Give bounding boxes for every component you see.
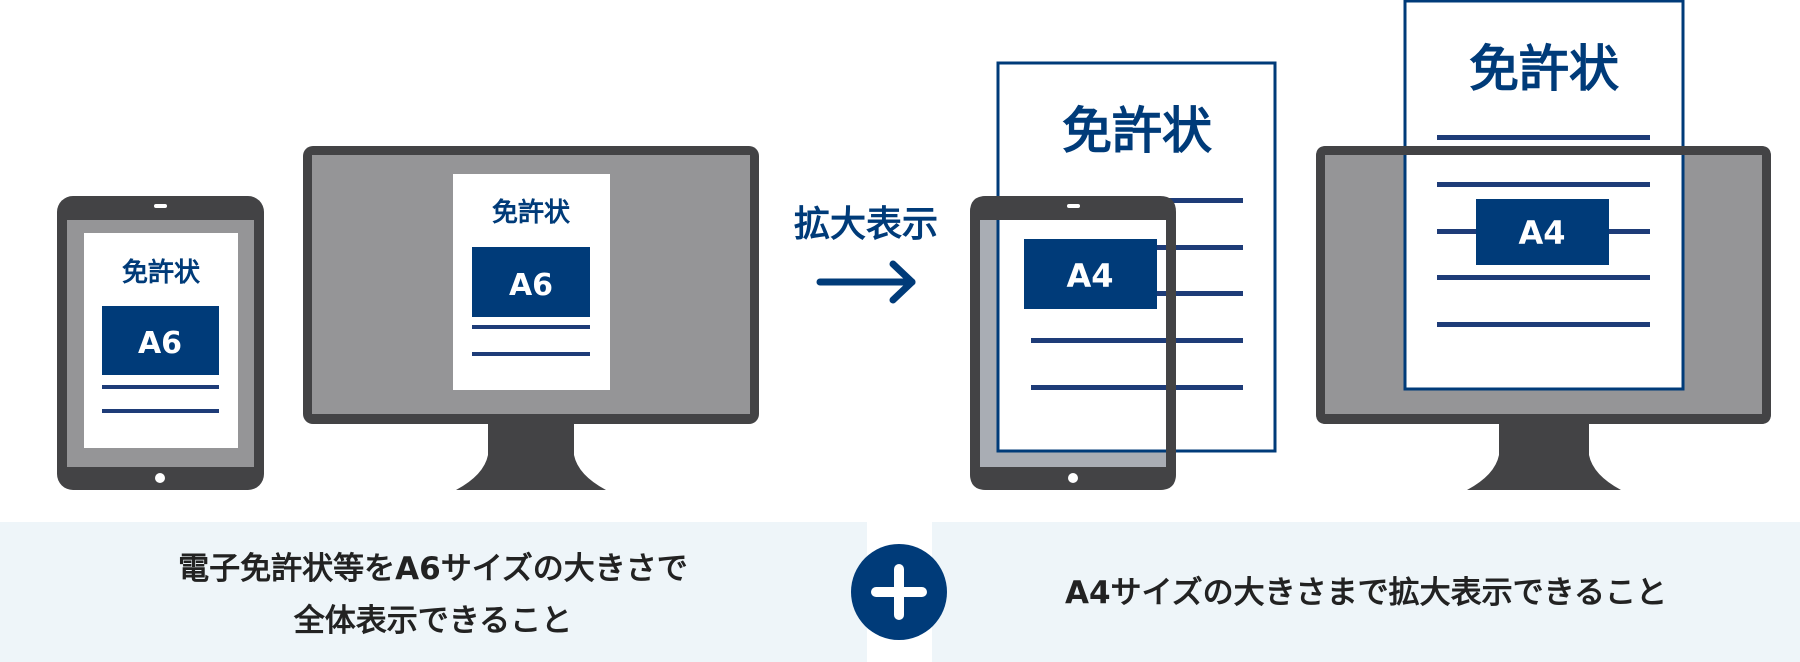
size-label: A6 — [138, 326, 182, 361]
right-caption-band — [932, 522, 1800, 662]
monitor-stand — [1467, 424, 1621, 490]
home-button-icon — [155, 473, 165, 483]
left-caption-band — [0, 522, 867, 662]
right-caption: A4サイズの大きさまで拡大表示できること — [1065, 575, 1667, 611]
left-caption-line1: 電子免許状等をA6サイズの大きさで — [178, 551, 688, 587]
monitor-stand — [456, 424, 606, 490]
monitor-a4: 免許状 A4 — [1316, 0, 1771, 490]
enlarge-label: 拡大表示 — [794, 204, 938, 245]
plus-icon — [851, 544, 947, 640]
tablet-a6: 免許状 A6 — [57, 196, 264, 490]
size-label: A4 — [1066, 257, 1113, 295]
monitor-a6: 免許状 A6 — [303, 146, 759, 490]
document-title: 免許状 — [122, 257, 201, 288]
tablet-a4: 免許状 A4 — [970, 61, 1277, 490]
document-title: 免許状 — [492, 197, 571, 228]
left-caption-line2: 全体表示できること — [293, 603, 572, 639]
arrow-right-icon — [816, 260, 916, 304]
size-label: A4 — [1518, 214, 1565, 252]
home-button-icon — [1068, 473, 1078, 483]
camera-icon — [1067, 204, 1080, 208]
size-label: A6 — [509, 268, 553, 303]
camera-icon — [154, 204, 167, 208]
document-title: 免許状 — [1062, 102, 1213, 160]
document-title: 免許状 — [1469, 40, 1620, 98]
